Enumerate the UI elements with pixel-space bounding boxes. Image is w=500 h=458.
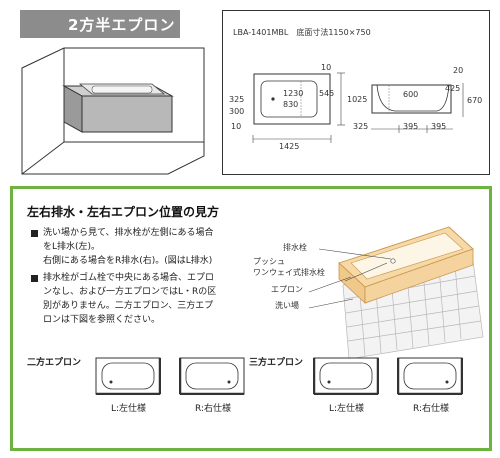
paragraph-1: 洗い場から見て、排水栓が左側にある場合 をL排水(左)。 右側にある場合をR排水…: [43, 226, 214, 268]
para1-line-2: をL排水(左)。: [43, 242, 101, 252]
dim-600: 600: [403, 90, 419, 99]
spec-box: LBA-1401MBL 底面寸法1150×750 10 325 1230 545…: [222, 10, 490, 175]
plan-view-drawing: [253, 73, 331, 125]
dim-20: 20: [453, 66, 464, 75]
two-apron-right-figure: [179, 357, 245, 395]
side-view-drawing: [371, 84, 452, 114]
dim-1230: 1230: [283, 89, 304, 98]
section-title: 2方半エプロン: [20, 10, 180, 38]
three-apron-right-caption: R:右仕様: [413, 404, 450, 414]
bathroom-illustration: [21, 47, 205, 175]
dim-1425: 1425: [279, 142, 300, 151]
para1-line-3: 右側にある場合をR排水(右)。(図はL排水): [43, 256, 213, 266]
two-apron-heading: 二方エプロン: [27, 358, 82, 368]
callout-push-1: プッシュ: [253, 257, 285, 266]
para2-line-2: ンなし、および一方エプロンではL・Rの区: [43, 287, 217, 297]
two-apron-right-caption: R:右仕様: [195, 404, 232, 414]
callout-push-2: ワンウェイ式排水栓: [253, 268, 325, 277]
bullet-2: [31, 275, 38, 282]
panel-title: 左右排水・左右エプロン位置の見方: [27, 205, 220, 219]
two-apron-left-figure: [95, 357, 161, 395]
dim-1025: 1025: [347, 95, 368, 104]
dim-10-bottom: 10: [231, 122, 242, 131]
dim-425: 425: [445, 84, 461, 93]
dim-395-a: 395: [403, 122, 419, 131]
bullet-1: [31, 230, 38, 237]
paragraph-2: 排水栓がゴム栓で中央にある場合、エプロ ンなし、および一方エプロンではL・Rの区…: [43, 271, 216, 327]
dim-325: 325: [229, 95, 245, 104]
info-panel: 左右排水・左右エプロン位置の見方 洗い場から見て、排水栓が左側にある場合 をL排…: [10, 186, 492, 451]
model-spec-title: LBA-1401MBL 底面寸法1150×750: [233, 28, 371, 37]
dim-10-top: 10: [321, 63, 332, 72]
three-apron-right-figure: [397, 357, 463, 395]
dim-670: 670: [467, 96, 483, 105]
para2-line-4: ロンは下図を参照ください。: [43, 315, 161, 325]
dim-300: 300: [229, 107, 245, 116]
tub-isometric-diagram: [308, 226, 484, 359]
callout-drain: 排水栓: [283, 243, 307, 252]
callout-apron: エプロン: [271, 285, 303, 294]
dim-395-b: 395: [431, 122, 447, 131]
callout-wash-area: 洗い場: [275, 301, 299, 310]
dim-325-side: 325: [353, 122, 369, 131]
two-apron-left-caption: L:左仕様: [111, 404, 147, 414]
dim-545: 545: [319, 89, 335, 98]
para2-line-1: 排水栓がゴム栓で中央にある場合、エプロ: [43, 273, 215, 283]
para2-line-3: 別がありません。二方エプロン、三方エプ: [43, 301, 214, 311]
dimension-lines: [252, 72, 464, 143]
para1-line-1: 洗い場から見て、排水栓が左側にある場合: [43, 228, 214, 238]
dim-830: 830: [283, 100, 299, 109]
three-apron-left-figure: [313, 357, 379, 395]
three-apron-heading: 三方エプロン: [249, 358, 304, 368]
three-apron-left-caption: L:左仕様: [329, 404, 365, 414]
